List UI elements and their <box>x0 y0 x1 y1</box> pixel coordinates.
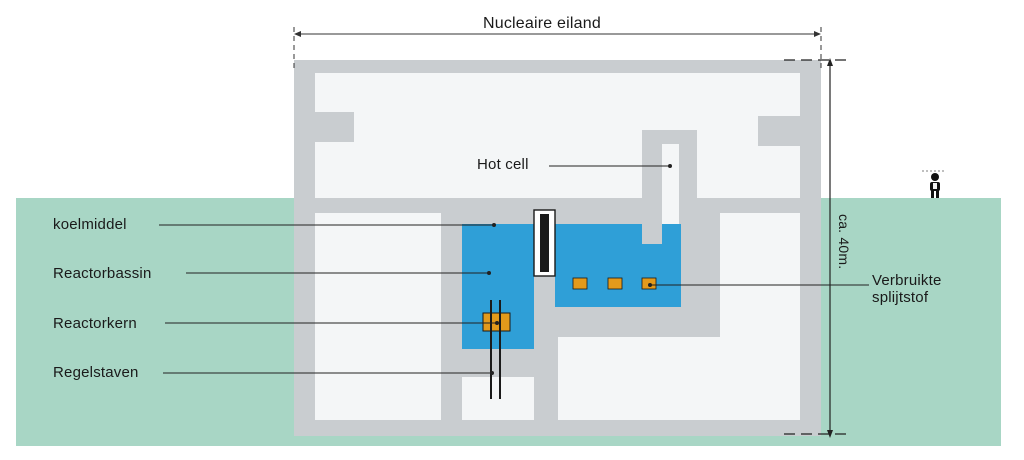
fuel-pool <box>555 224 681 307</box>
diagram-title: Nucleaire eiland <box>483 15 601 32</box>
right-lower-room <box>558 337 800 420</box>
arrow-down <box>827 430 833 438</box>
transfer-column-core <box>540 214 549 272</box>
arrow-right <box>814 31 821 37</box>
leader-dot <box>487 271 491 275</box>
label-verbruikte-line1: Verbruikte <box>872 272 942 289</box>
left-room <box>315 213 441 420</box>
spent-fuel-element <box>572 277 588 290</box>
arrow-left <box>294 31 301 37</box>
right-upper-room <box>720 213 800 337</box>
arrow-up <box>827 58 833 66</box>
label-koelmiddel: koelmiddel <box>53 216 127 233</box>
label-verbruikte-line2: splijtstof <box>872 289 929 306</box>
label-reactorkern: Reactorkern <box>53 315 137 332</box>
leader-dot <box>492 223 496 227</box>
hot-cell-arm <box>642 130 662 244</box>
upper-hall <box>315 73 800 198</box>
bottom-middle-room <box>462 377 534 420</box>
leader-dot <box>490 371 494 375</box>
leader-dot <box>648 283 652 287</box>
spent-fuel-element <box>607 277 623 290</box>
label-hot-cell: Hot cell <box>477 156 529 173</box>
leader-dot <box>495 321 499 325</box>
label-regelstaven: Regelstaven <box>53 364 139 381</box>
hot-cell-shaft <box>662 144 679 234</box>
person-icon <box>922 170 946 198</box>
leader-dot <box>668 164 672 168</box>
label-reactorbassin: Reactorbassin <box>53 265 152 282</box>
height-label: ca. 40m. <box>836 214 852 270</box>
